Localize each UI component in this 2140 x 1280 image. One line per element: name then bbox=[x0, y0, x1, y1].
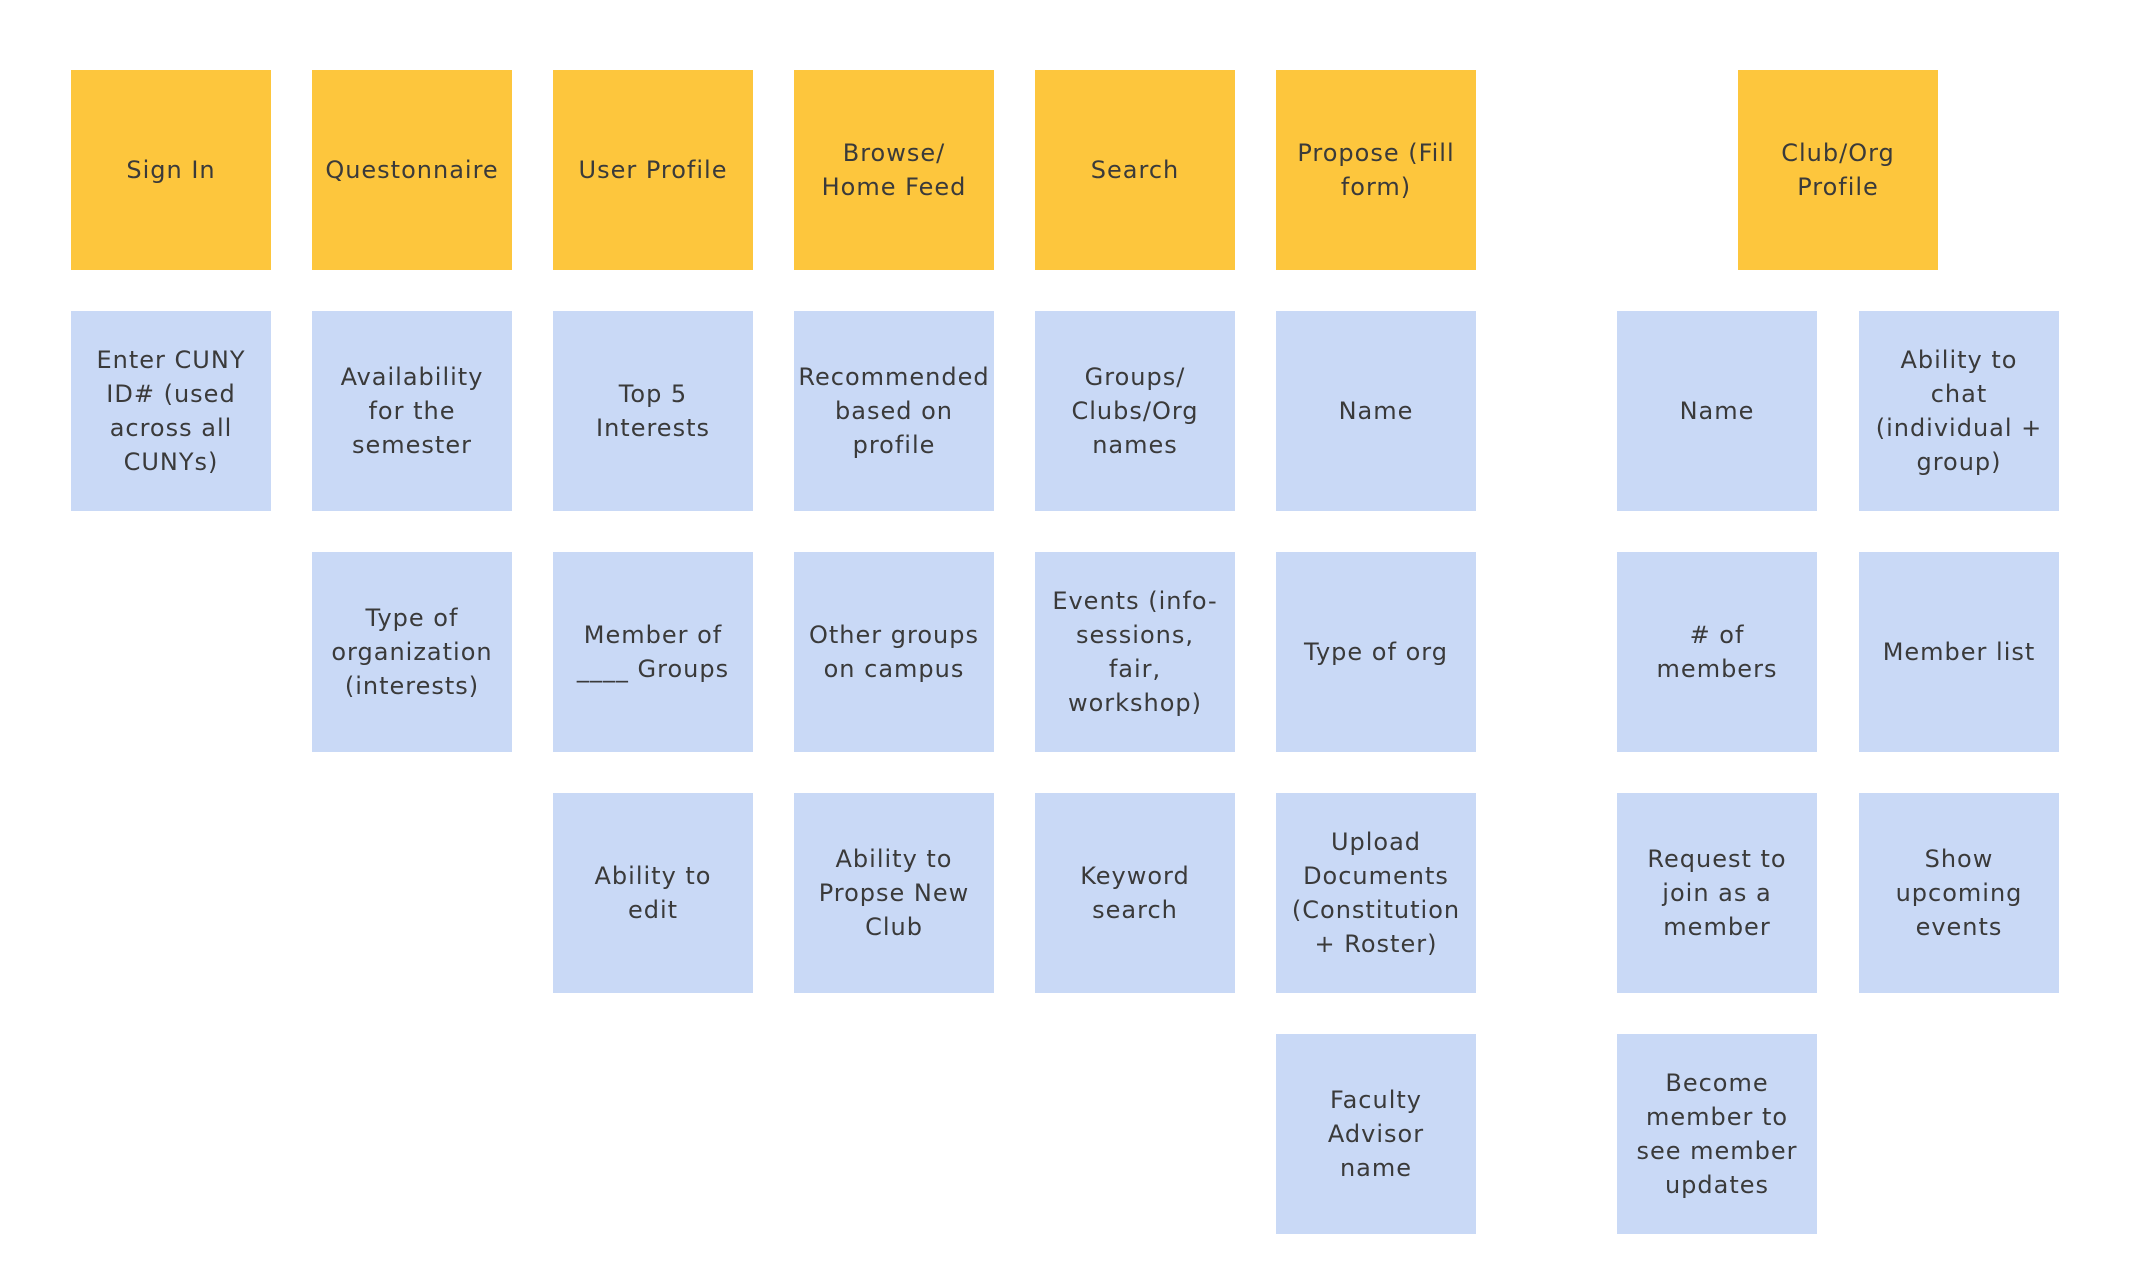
sticky-note[interactable]: Member list bbox=[1859, 552, 2059, 752]
sticky-note[interactable]: # of members bbox=[1617, 552, 1817, 752]
sticky-note[interactable]: Upload Documents (Constitution + Roster) bbox=[1276, 793, 1476, 993]
header-search[interactable]: Search bbox=[1035, 70, 1235, 270]
header-club-org-profile[interactable]: Club/Org Profile bbox=[1738, 70, 1938, 270]
header-user-profile[interactable]: User Profile bbox=[553, 70, 753, 270]
sticky-note[interactable]: Availability for the semester bbox=[312, 311, 512, 511]
sticky-note[interactable]: Type of org bbox=[1276, 552, 1476, 752]
sticky-note[interactable]: Top 5 Interests bbox=[553, 311, 753, 511]
header-sign-in[interactable]: Sign In bbox=[71, 70, 271, 270]
header-propose[interactable]: Propose (Fill form) bbox=[1276, 70, 1476, 270]
sticky-note[interactable]: Member of ____ Groups bbox=[553, 552, 753, 752]
sticky-note[interactable]: Enter CUNY ID# (used across all CUNYs) bbox=[71, 311, 271, 511]
sticky-note[interactable]: Request to join as a member bbox=[1617, 793, 1817, 993]
sticky-note[interactable]: Name bbox=[1617, 311, 1817, 511]
sticky-note[interactable]: Type of organization (interests) bbox=[312, 552, 512, 752]
sticky-note[interactable]: Ability to edit bbox=[553, 793, 753, 993]
sticky-note[interactable]: Groups/ Clubs/Org names bbox=[1035, 311, 1235, 511]
sticky-note[interactable]: Become member to see member updates bbox=[1617, 1034, 1817, 1234]
sticky-note[interactable]: Recommended based on profile bbox=[794, 311, 994, 511]
sticky-note[interactable]: Name bbox=[1276, 311, 1476, 511]
sticky-note[interactable]: Other groups on campus bbox=[794, 552, 994, 752]
sticky-note[interactable]: Events (info- sessions, fair, workshop) bbox=[1035, 552, 1235, 752]
header-questionnaire[interactable]: Questonnaire bbox=[312, 70, 512, 270]
sticky-note[interactable]: Faculty Advisor name bbox=[1276, 1034, 1476, 1234]
sticky-note[interactable]: Ability to chat (individual + group) bbox=[1859, 311, 2059, 511]
header-browse-home-feed[interactable]: Browse/ Home Feed bbox=[794, 70, 994, 270]
sticky-note[interactable]: Show upcoming events bbox=[1859, 793, 2059, 993]
sticky-note[interactable]: Ability to Propse New Club bbox=[794, 793, 994, 993]
sticky-note[interactable]: Keyword search bbox=[1035, 793, 1235, 993]
